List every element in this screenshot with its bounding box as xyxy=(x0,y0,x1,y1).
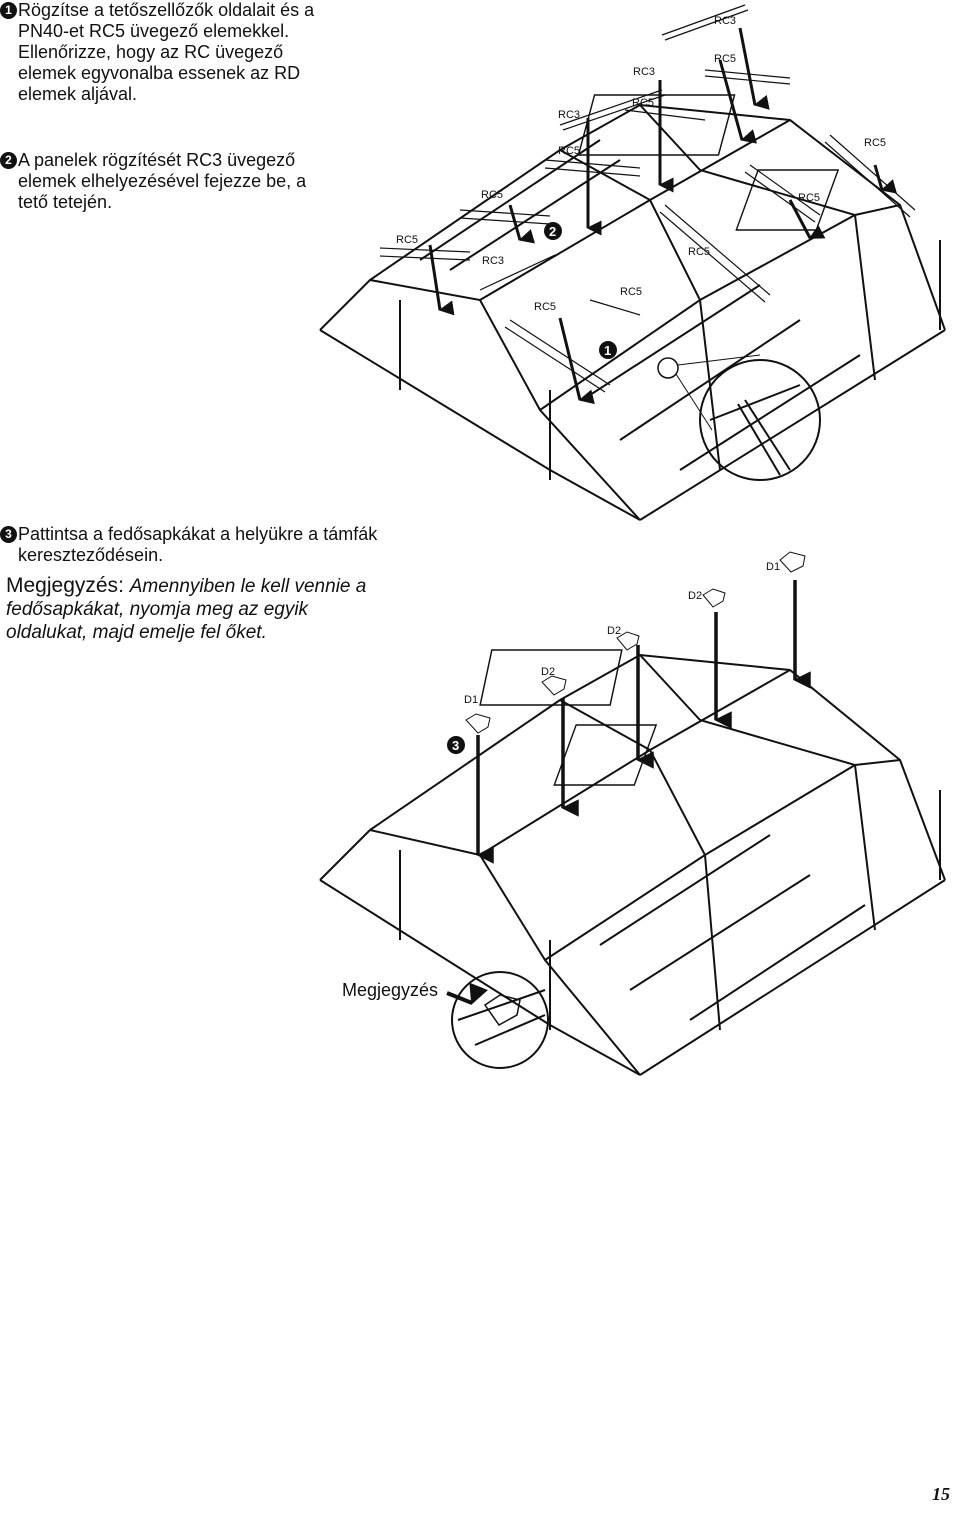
step-2-text: A panelek rögzítését RC3 üvegező elemek … xyxy=(18,150,307,212)
label-rc5-g: RC5 xyxy=(688,246,710,258)
step-1: 1 Rögzítse a tetőszellőzők oldalait és a… xyxy=(0,0,330,105)
label-rc5-right: RC5 xyxy=(864,137,886,149)
step-3: 3 Pattintsa a fedősapkákat a helyükre a … xyxy=(0,524,380,566)
label-rc5-b: RC5 xyxy=(632,97,654,109)
greenhouse-diagram-1 xyxy=(319,4,946,521)
note-block: Megjegyzés: Amennyiben le kell vennie a … xyxy=(6,574,367,643)
label-rc5-e: RC5 xyxy=(798,192,820,204)
step-1-text: Rögzítse a tetőszellőzők oldalait és a P… xyxy=(18,0,315,104)
label-rc3-b: RC3 xyxy=(633,66,655,78)
label-d1-left: D1 xyxy=(464,694,478,706)
diagram-1-labels: RC3 RC5 RC3 RC5 RC3 RC5 RC5 RC5 RC5 RC5 … xyxy=(396,15,886,359)
marker-1-num: 1 xyxy=(604,343,611,358)
label-rc3-f: RC3 xyxy=(482,255,504,267)
step-3-text: Pattintsa a fedősapkákat a helyükre a tá… xyxy=(18,524,378,565)
label-rc3-top: RC3 xyxy=(714,15,736,27)
marker-3-icon xyxy=(447,736,465,754)
label-d2-c: D2 xyxy=(541,666,555,678)
label-d2-a: D2 xyxy=(688,590,702,602)
label-d2-b: D2 xyxy=(607,625,621,637)
page-number: 15 xyxy=(932,1484,950,1504)
step-2-bullet: 2 xyxy=(0,152,17,169)
label-rc5-f: RC5 xyxy=(396,234,418,246)
greenhouse-diagram-2 xyxy=(319,551,946,1076)
note-label: Megjegyzés xyxy=(6,574,119,597)
step-2: 2 A panelek rögzítését RC3 üvegező eleme… xyxy=(0,150,330,213)
label-rc5-c: RC5 xyxy=(558,145,580,157)
marker-2-num: 2 xyxy=(549,224,556,239)
label-rc5-h: RC5 xyxy=(620,286,642,298)
marker-2-icon xyxy=(544,222,562,240)
step-3-bullet: 3 xyxy=(0,526,17,543)
marker-3-num: 3 xyxy=(452,738,459,753)
label-rc3-c: RC3 xyxy=(558,109,580,121)
label-rc5-d: RC5 xyxy=(481,189,503,201)
note-body: Amennyiben le kell vennie a fedősapkákat… xyxy=(6,576,367,643)
step-1-bullet: 1 xyxy=(0,2,17,19)
label-d1-right: D1 xyxy=(766,561,780,573)
marker-1-icon xyxy=(599,341,617,359)
label-rc5-top: RC5 xyxy=(714,53,736,65)
callout-note-label: Megjegyzés xyxy=(342,980,439,1000)
diagram-2-labels: D1 D2 D2 D2 D1 3 xyxy=(447,561,780,754)
label-rc5-i: RC5 xyxy=(534,301,556,313)
